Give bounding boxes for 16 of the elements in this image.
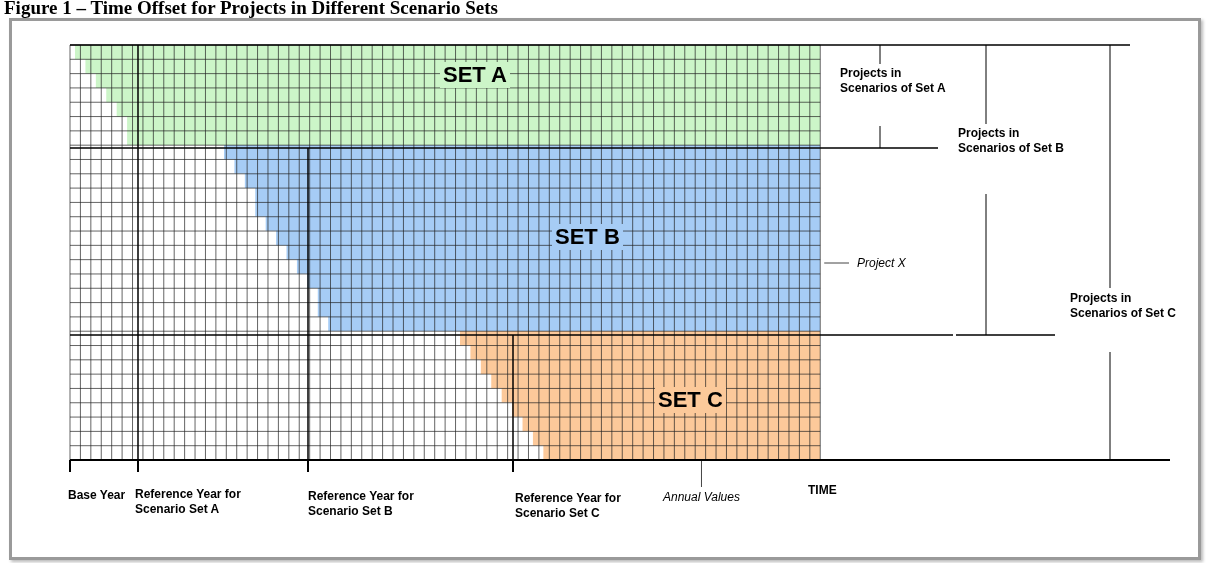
figure-title: Figure 1 – Time Offset for Projects in Different Scenario Sets [4,0,498,19]
axis-label: TIME [808,483,838,498]
axis-label: Reference Year for Scenario Set A [135,487,242,517]
axis-label: Base Year [68,488,127,503]
axis-label: Reference Year for Scenario Set C [515,491,622,521]
annotation-text: Annual Values [663,490,740,504]
leader-line [701,460,702,488]
annotation-text: Project X [857,256,906,270]
region-label: SET C [655,387,726,413]
leader-line [823,262,850,264]
axis-label: Reference Year for Scenario Set B [308,489,415,519]
region-label: SET A [440,62,510,88]
region-label: SET B [552,224,623,250]
bracket-label: Projects in Scenarios of Set B [958,126,1066,156]
bracket-label: Projects in Scenarios of Set C [1070,291,1178,321]
bracket-label: Projects in Scenarios of Set A [840,66,947,96]
